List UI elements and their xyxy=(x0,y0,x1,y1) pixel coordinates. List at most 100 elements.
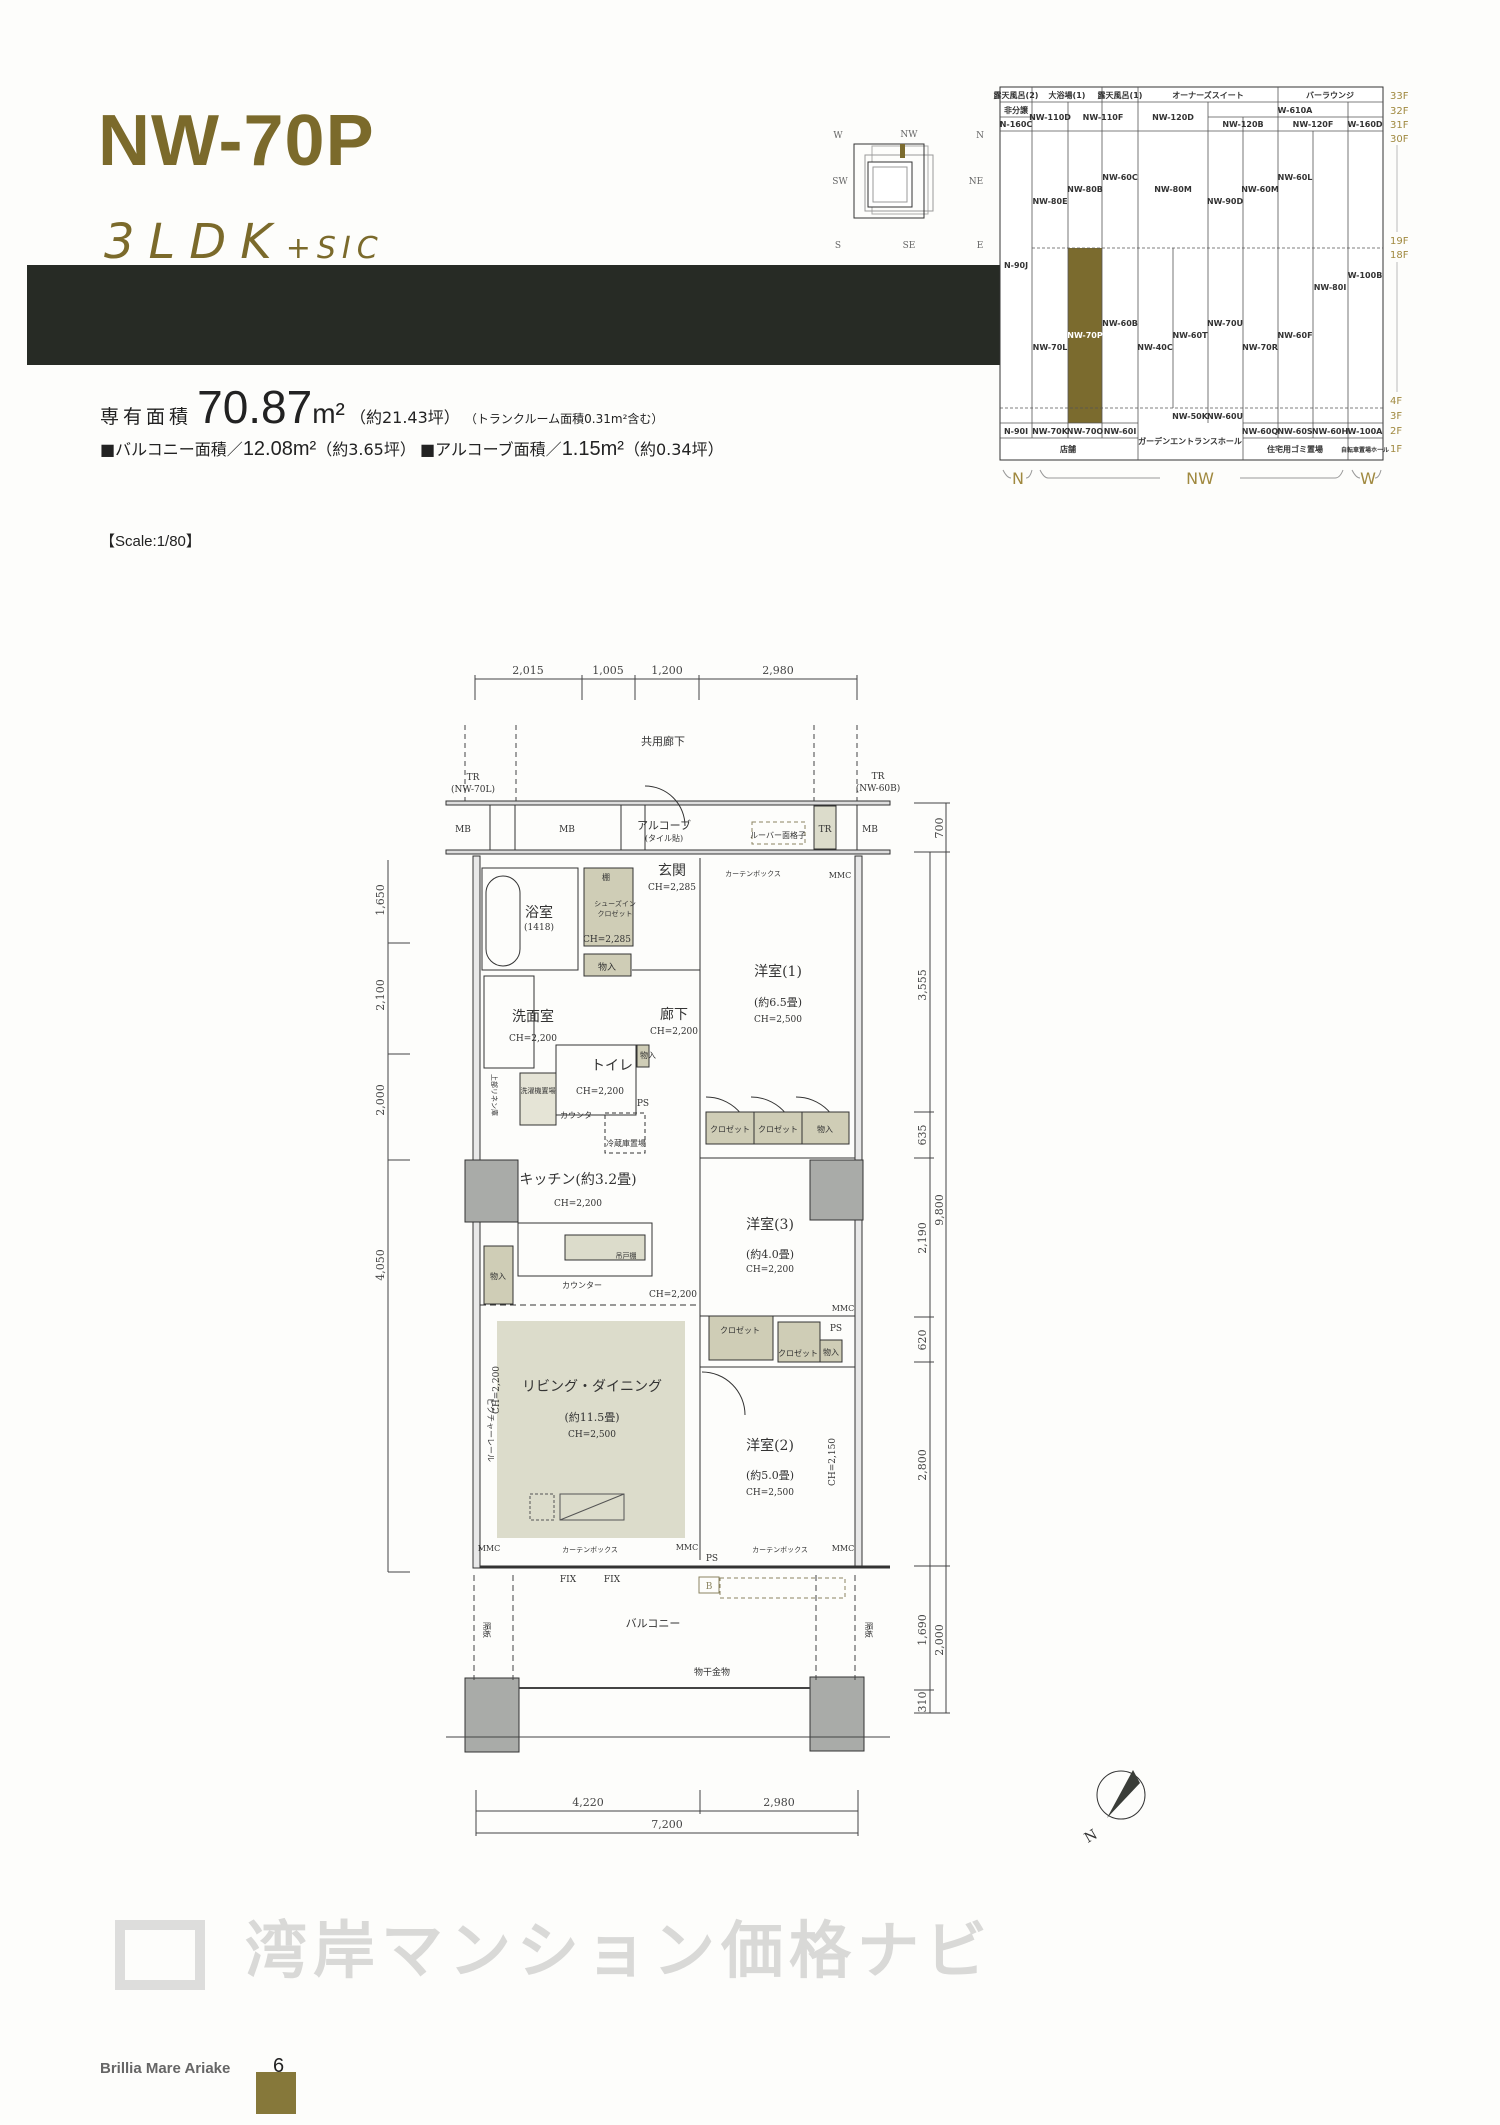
entrance-ch: CH=2,285 xyxy=(648,883,696,893)
dir-w: W xyxy=(833,131,843,141)
kp-cell: W-160D xyxy=(1347,120,1382,129)
kp-cell: 住宅用ゴミ置場 xyxy=(1267,444,1323,454)
dir-se: SE xyxy=(903,241,916,251)
alcove-label: ■アルコーブ面積／ xyxy=(420,440,562,459)
floor-label: 18F xyxy=(1390,250,1409,261)
layout-type-main: 3LDK xyxy=(104,214,286,270)
floor-label: 31F xyxy=(1390,120,1409,131)
room1-label: 洋室(1) xyxy=(754,963,802,980)
balcony-value: 12.08m² xyxy=(242,438,317,460)
room1-size: (約6.5畳) xyxy=(754,995,802,1009)
floor-label: 19F xyxy=(1390,236,1409,247)
dim-label: 2,000 xyxy=(933,1624,946,1656)
pillar xyxy=(809,1676,865,1752)
pillar xyxy=(464,1677,520,1753)
kp-cell: 自転車置場ホール xyxy=(1341,446,1389,454)
kp-cell: NW-50K xyxy=(1172,412,1209,421)
tr-label: (NW-70L) xyxy=(451,784,495,795)
kp-cell: 大浴場(1) xyxy=(1049,90,1086,100)
kp-cell: NW-60Q xyxy=(1242,427,1279,436)
kp-cell: NW-70O xyxy=(1067,427,1104,436)
pillar xyxy=(809,1159,864,1221)
kp-cell: NW-40C xyxy=(1137,343,1173,352)
dir-s: S xyxy=(835,241,841,251)
dim-label: 1,690 xyxy=(916,1614,929,1646)
bath-label: 浴室 xyxy=(525,904,553,921)
kp-cell: NW-110D xyxy=(1029,113,1071,122)
tr-label: (NW-60B) xyxy=(856,783,901,794)
kp-cell: N-160C xyxy=(1000,120,1033,129)
kp-cell: NW-70L xyxy=(1033,343,1068,352)
storage-label: 物入 xyxy=(817,1124,833,1134)
kp-cell: NW-70K xyxy=(1032,427,1069,436)
living-size: (約11.5畳) xyxy=(564,1410,619,1424)
tr-label: TR xyxy=(872,772,885,782)
closet-label: クロゼット xyxy=(720,1325,760,1335)
kp-cell: NW-80M xyxy=(1154,185,1192,194)
counter-label: カウンター xyxy=(560,1111,600,1120)
watermark-text: 湾岸マンション価格ナビ xyxy=(245,1914,994,1987)
kp-cell: 非分譲 xyxy=(1004,105,1029,115)
area-note: （トランクルーム面積0.31m²含む） xyxy=(464,412,664,426)
kp-cell: NW-80I xyxy=(1314,283,1347,292)
bath-size: (1418) xyxy=(524,922,554,933)
kp-cell: NW-80E xyxy=(1032,197,1067,206)
kp-cell-current: NW-70P xyxy=(1067,331,1103,340)
kitchen-ch: CH=2,200 xyxy=(554,1199,602,1209)
balcony-label: ■バルコニー面積／ xyxy=(100,440,243,459)
living-ch: CH=2,500 xyxy=(568,1430,616,1440)
scale-label: 【Scale:1/80】 xyxy=(100,533,201,550)
fridge-label: 冷蔵庫置場 xyxy=(606,1138,646,1148)
living-dining-area xyxy=(497,1321,685,1538)
partition-label: 隔板 xyxy=(482,1622,492,1638)
kp-cell: NW-60B xyxy=(1102,319,1138,328)
ps-label: PS xyxy=(706,1554,718,1564)
kp-cell: NW-60F xyxy=(1277,331,1312,340)
kp-cell: N-90J xyxy=(1004,261,1028,270)
kp-cell: オーナーズスイート xyxy=(1172,90,1244,100)
storage-label: 物入 xyxy=(490,1271,506,1281)
floor-label: 3F xyxy=(1390,411,1402,422)
storage-label: 物入 xyxy=(823,1347,839,1357)
mmc-label: MMC xyxy=(829,871,852,880)
washroom-label: 洗面室 xyxy=(512,1008,554,1025)
kp-cell: NW-60C xyxy=(1102,173,1138,182)
kp-cell: NW-90D xyxy=(1207,197,1244,206)
kp-cell: NW-60I xyxy=(1104,427,1137,436)
mmc-label: MMC xyxy=(676,1543,699,1552)
dim-label: 1,200 xyxy=(651,664,683,677)
storage-label: 物入 xyxy=(598,961,616,973)
mb-label: MB xyxy=(862,825,878,835)
room3-label: 洋室(3) xyxy=(746,1216,794,1233)
page-number: 6 xyxy=(273,2055,285,2077)
curtain-box-label: カーテンボックス xyxy=(725,870,781,878)
dir-e: E xyxy=(977,241,984,251)
hall-label: 廊下 xyxy=(660,1006,688,1023)
exclusive-area: 専有面積 70.87m² （約21.43坪） （トランクルーム面積0.31m²含… xyxy=(100,380,663,434)
closet-label: クロゼット xyxy=(778,1348,818,1358)
dim-label: 2,190 xyxy=(916,1222,929,1254)
louver-label: ルーバー面格子 xyxy=(750,830,806,840)
alcove-value: 1.15m² xyxy=(561,438,624,460)
dim-label: 620 xyxy=(916,1330,929,1351)
living-ch2: CH=2,200 xyxy=(492,1366,502,1414)
kp-cell: 露天風呂(2) xyxy=(994,90,1039,100)
wing-nw: NW xyxy=(1186,469,1214,488)
kp-cell: バーラウンジ xyxy=(1306,91,1354,100)
room2-label: 洋室(2) xyxy=(746,1437,794,1454)
kp-cell: NW-60T xyxy=(1172,331,1208,340)
floor-label: 2F xyxy=(1390,426,1402,437)
wing-w: W xyxy=(1360,469,1376,488)
b-label: B xyxy=(706,1582,713,1592)
fix-label: FIX xyxy=(604,1575,621,1585)
header-band xyxy=(27,265,1000,365)
room1-ch: CH=2,500 xyxy=(754,1015,802,1025)
kp-cell: NW-120F xyxy=(1293,120,1334,129)
ps-label: PS xyxy=(637,1099,649,1109)
kp-cell: NW-70U xyxy=(1207,319,1243,328)
area-tsubo: （約21.43坪） xyxy=(349,408,460,427)
curtain-box-label: カーテンボックス xyxy=(562,1546,618,1554)
ps-label: PS xyxy=(830,1324,842,1334)
dim-label: 2,100 xyxy=(374,979,387,1011)
